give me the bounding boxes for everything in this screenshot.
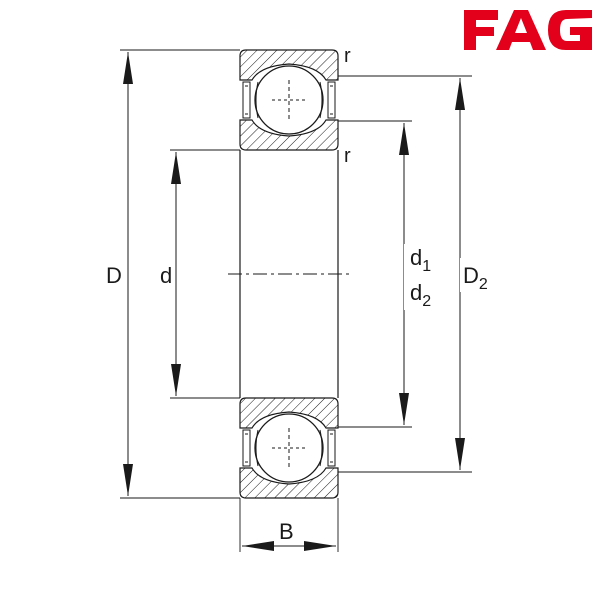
brand-logo: [462, 8, 596, 52]
label-D: D: [106, 263, 122, 288]
lower-ball: [254, 413, 324, 483]
label-D2: D2: [463, 263, 488, 293]
upper-ball: [254, 65, 324, 135]
extension-lines: [120, 49, 472, 552]
label-r-inner: r: [344, 145, 351, 167]
dimension-d: [171, 152, 181, 396]
label-d: d: [160, 263, 172, 288]
upper-ring-section: [239, 49, 339, 151]
fag-logo-mark: [464, 10, 592, 50]
dimension-D: [123, 52, 133, 496]
lower-ring-section: [239, 397, 339, 499]
label-d1: d1: [410, 245, 431, 275]
label-r-top: r: [344, 45, 351, 67]
dimension-B: [242, 541, 336, 551]
label-B: B: [279, 519, 294, 544]
label-d2: d2: [410, 280, 431, 310]
